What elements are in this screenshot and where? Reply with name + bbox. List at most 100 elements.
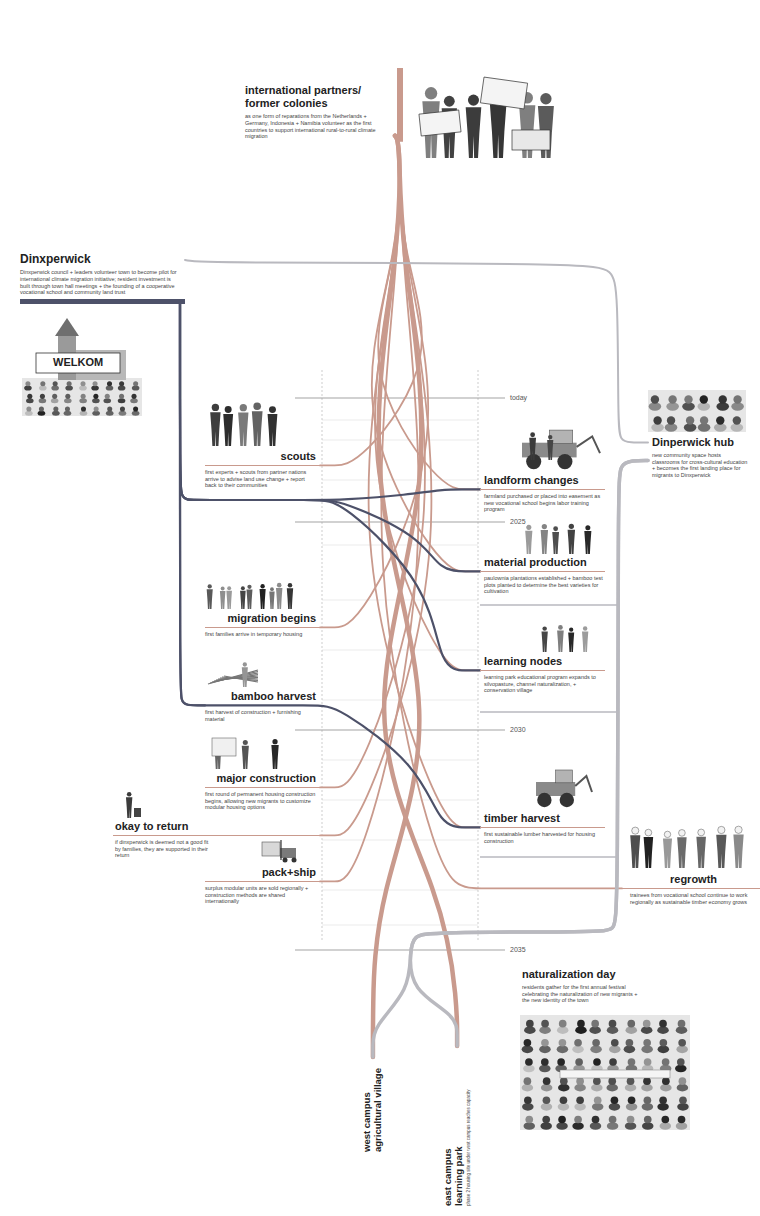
crowd-head bbox=[67, 381, 72, 386]
timeline-grid bbox=[295, 370, 618, 950]
protest-sign bbox=[480, 77, 527, 109]
crowd-shoulders bbox=[541, 1084, 553, 1092]
person-head bbox=[288, 583, 293, 588]
person-body bbox=[210, 412, 220, 446]
hub-classroom-photo bbox=[648, 390, 746, 432]
person-body bbox=[238, 412, 248, 446]
timeline-event: okay to returnif dinxperwick is deemed n… bbox=[113, 820, 320, 859]
hub-branch bbox=[480, 856, 618, 858]
flow-line bbox=[373, 460, 648, 1057]
crowd-head bbox=[558, 1116, 566, 1124]
person-body bbox=[568, 530, 575, 554]
crowd-shoulders bbox=[106, 411, 114, 416]
crowd-shoulders bbox=[524, 1026, 536, 1034]
timeline-event: learning nodeslearning park educational … bbox=[480, 655, 605, 694]
crowd-head bbox=[541, 1020, 549, 1028]
crowd-head bbox=[541, 1058, 549, 1066]
flow-line bbox=[320, 136, 428, 628]
crowd-head bbox=[733, 416, 741, 424]
person-body bbox=[220, 591, 226, 609]
person-body bbox=[552, 532, 559, 554]
timeline-event: west campus agricultural village bbox=[362, 1057, 384, 1152]
year-tick bbox=[295, 398, 505, 399]
timeline-event: scoutsfirst experts + scouts from partne… bbox=[205, 450, 320, 489]
hub-branch bbox=[480, 711, 618, 713]
crowd-shoulders bbox=[590, 1045, 602, 1053]
person-head bbox=[253, 402, 261, 410]
crowd-shoulders bbox=[677, 1084, 689, 1092]
minor-tick bbox=[322, 760, 478, 761]
crowd-head bbox=[107, 407, 112, 412]
person-body bbox=[696, 837, 706, 868]
crowd-head bbox=[576, 1096, 584, 1104]
year-label: 2025 bbox=[509, 518, 527, 526]
photo-ground bbox=[648, 390, 746, 432]
event-heading: pack+ship bbox=[205, 866, 320, 882]
event-heading: landform changes bbox=[480, 474, 605, 490]
crowd-head bbox=[576, 1077, 584, 1085]
regrowth-workers-photo bbox=[630, 826, 743, 868]
event-description: first experts + scouts from partner nati… bbox=[205, 469, 320, 489]
crowd-shoulders bbox=[92, 411, 100, 416]
crowd-head bbox=[667, 416, 675, 424]
event-heading: timber harvest bbox=[480, 812, 605, 828]
crowd-shoulders bbox=[642, 1103, 654, 1111]
flow-line bbox=[180, 301, 480, 500]
person-head bbox=[558, 625, 563, 630]
minor-tick bbox=[322, 890, 478, 891]
crowd-head bbox=[133, 407, 138, 412]
crowd-head bbox=[626, 1039, 634, 1047]
crowd-head bbox=[560, 1077, 568, 1085]
person-head bbox=[227, 586, 231, 590]
event-heading: international partners/ former colonies bbox=[245, 84, 395, 110]
minor-tick bbox=[322, 925, 478, 926]
person-head bbox=[585, 525, 590, 530]
person-head bbox=[243, 740, 248, 745]
crowd-head bbox=[628, 1058, 636, 1066]
crowd-head bbox=[526, 1020, 534, 1028]
person-body bbox=[716, 835, 726, 868]
flow-line bbox=[320, 136, 431, 836]
crowd-head bbox=[651, 395, 659, 403]
person-head bbox=[240, 404, 247, 411]
person-head bbox=[664, 831, 670, 837]
forklift-body bbox=[280, 848, 296, 858]
timeline-event: international partners/ former coloniesa… bbox=[245, 84, 395, 140]
flow-line bbox=[410, 460, 648, 1046]
event-heading: regrowth bbox=[622, 873, 760, 889]
crowd-head bbox=[557, 1058, 565, 1066]
minor-tick bbox=[322, 440, 478, 441]
crowd-shoulders bbox=[609, 1103, 621, 1111]
crowd-shoulders bbox=[118, 398, 126, 403]
timeline-event: migration beginsfirst families arrive in… bbox=[205, 612, 320, 638]
crowd-head bbox=[684, 395, 692, 403]
event-heading: learning nodes bbox=[480, 655, 605, 671]
crowd-shoulders bbox=[64, 398, 72, 403]
crowd-head bbox=[716, 416, 724, 424]
crowd-head bbox=[105, 394, 110, 399]
crowd-head bbox=[39, 407, 44, 412]
crowd-shoulders bbox=[539, 1045, 551, 1053]
timeline-event: bamboo harvestfirst harvest of construct… bbox=[205, 690, 320, 722]
year-label: 2035 bbox=[509, 946, 527, 954]
crowd-head bbox=[40, 394, 45, 399]
person-head bbox=[444, 96, 455, 107]
person-head bbox=[247, 585, 251, 589]
crowd-shoulders bbox=[641, 1084, 653, 1092]
crowd-head bbox=[525, 1116, 533, 1124]
crowd-head bbox=[543, 1077, 551, 1085]
crowd-head bbox=[662, 1058, 670, 1066]
event-heading: Dinperwick hub bbox=[648, 436, 748, 449]
event-description: first harvest of construction + furnishi… bbox=[205, 709, 320, 722]
person-head bbox=[583, 626, 587, 630]
crowd-shoulders bbox=[39, 398, 47, 403]
crowd-shoulders bbox=[626, 1103, 638, 1111]
person-head bbox=[277, 583, 282, 588]
migrants-photo bbox=[207, 583, 294, 609]
person-head bbox=[718, 826, 725, 833]
crowd-head bbox=[653, 416, 661, 424]
crowd-shoulders bbox=[641, 1026, 653, 1034]
crowd-shoulders bbox=[38, 411, 46, 416]
machine-wheel bbox=[560, 793, 574, 807]
